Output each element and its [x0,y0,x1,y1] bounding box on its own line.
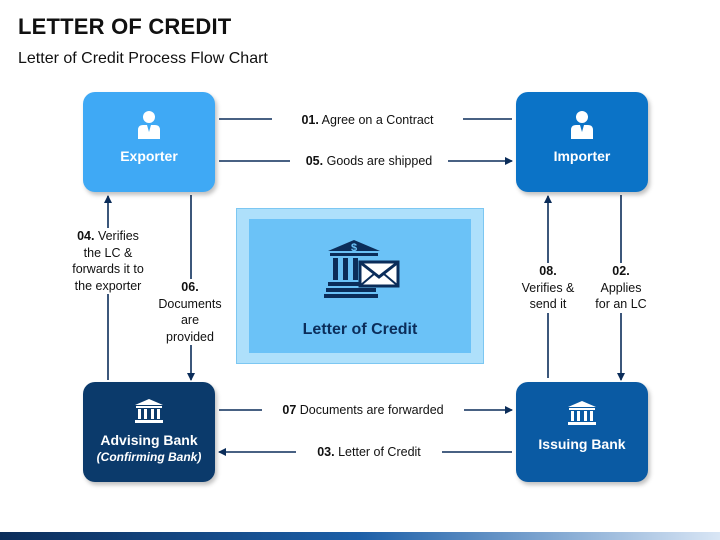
importer-label: Importer [553,148,611,164]
step-05-label: 05. Goods are shipped [305,154,433,168]
step-06-label: 06. Documents are provided [152,279,228,345]
issuing-bank-label: Issuing Bank [538,436,626,452]
person-icon [138,111,160,139]
letter-of-credit-label: Letter of Credit [302,321,418,338]
advising-bank-label: Advising Bank [100,432,198,448]
advising-bank-node[interactable]: Advising Bank (Confirming Bank) [83,382,215,482]
bank-icon [135,399,163,423]
letter-of-credit-panel: $ Letter of Credit [236,208,484,364]
advising-bank-sublabel: (Confirming Bank) [96,450,202,464]
svg-text:$: $ [351,242,357,254]
bottom-accent-bar [0,532,720,540]
bank-icon [568,401,596,425]
letter-of-credit-inner: $ Letter of Credit [249,219,471,353]
step-04-label: 04. Verifies the LC & forwards it to the… [58,228,158,294]
page-title: LETTER OF CREDIT [18,14,232,39]
step-08-label: 08. Verifies & send it [512,263,584,313]
page-subtitle: Letter of Credit Process Flow Chart [18,50,268,67]
step-07-label: 07 Documents are forwarded [282,403,444,417]
exporter-label: Exporter [120,148,178,164]
exporter-node[interactable]: Exporter [83,92,215,192]
importer-node[interactable]: Importer [516,92,648,192]
step-02-label: 02. Applies for an LC [588,263,654,313]
step-03-label: 03. Letter of Credit [317,445,421,459]
bank-mail-icon: $ [324,240,400,298]
person-icon [571,111,593,139]
step-01-label: 01. Agree on a Contract [301,113,434,127]
issuing-bank-node[interactable]: Issuing Bank [516,382,648,482]
